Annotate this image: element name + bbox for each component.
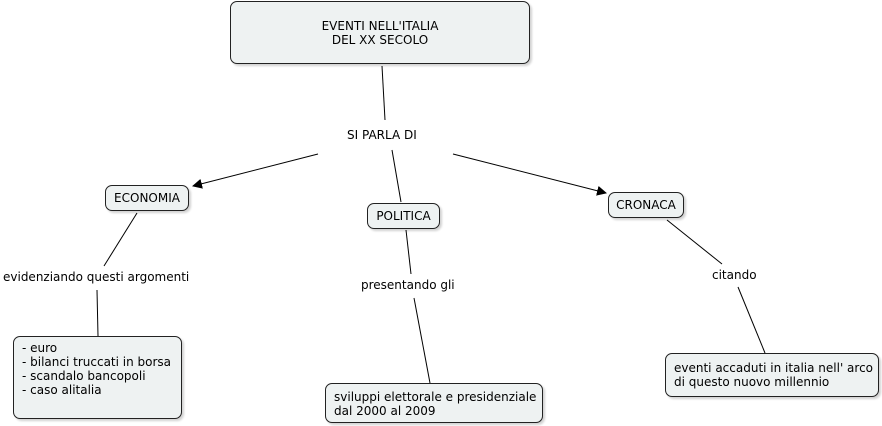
cronaca-label: CRONACA <box>616 198 676 212</box>
connector-to-politica <box>391 149 402 203</box>
economia-node[interactable]: ECONOMIA <box>105 185 189 211</box>
connector-evidenziando-to-list <box>96 289 99 337</box>
economia-item: - scandalo bancopoli <box>22 369 146 383</box>
cronaca-detail-line-2: di questo nuovo millennio <box>674 375 830 389</box>
economia-item: - bilanci truccati in borsa <box>22 355 172 369</box>
title-line-2: DEL XX SECOLO <box>331 32 429 47</box>
cronaca-detail-node[interactable]: eventi accaduti in italia nell' arco di … <box>665 353 879 397</box>
politica-node[interactable]: POLITICA <box>367 203 440 229</box>
politica-label: POLITICA <box>376 209 431 223</box>
economia-detail-node[interactable]: - euro - bilanci truccati in borsa - sca… <box>13 336 182 419</box>
cronaca-node[interactable]: CRONACA <box>608 192 684 218</box>
connector-citando-to-eventi <box>737 286 766 354</box>
cronaca-detail-line-1: eventi accaduti in italia nell' arco <box>674 361 874 375</box>
link-label-evidenziando: evidenziando questi argomenti <box>3 270 190 284</box>
title-node[interactable]: EVENTI NELL'ITALIA DEL XX SECOLO <box>230 1 530 64</box>
economia-label: ECONOMIA <box>114 191 180 205</box>
connector-presentando-to-sviluppi <box>413 297 431 384</box>
connector-politica-to-presentando <box>405 229 412 275</box>
politica-detail-line-1: sviluppi elettorale e presidenziale <box>334 390 537 404</box>
arrow-to-cronaca <box>452 153 607 196</box>
politica-detail-node[interactable]: sviluppi elettorale e presidenziale dal … <box>325 383 543 423</box>
connector-economia-to-evidenziando <box>103 212 138 267</box>
economia-item: - caso alitalia <box>22 383 102 397</box>
link-label-citando: citando <box>712 268 757 282</box>
politica-detail-line-2: dal 2000 al 2009 <box>334 404 436 418</box>
link-label-presentando: presentando gli <box>361 278 455 292</box>
connector-cronaca-to-citando <box>666 219 723 265</box>
link-label-si-parla-di: SI PARLA DI <box>347 128 417 142</box>
economia-item: - euro <box>22 341 58 355</box>
arrow-to-economia <box>192 153 319 189</box>
title-line-1: EVENTI NELL'ITALIA <box>321 18 439 33</box>
connector-title-to-si-parla-di <box>381 65 386 121</box>
